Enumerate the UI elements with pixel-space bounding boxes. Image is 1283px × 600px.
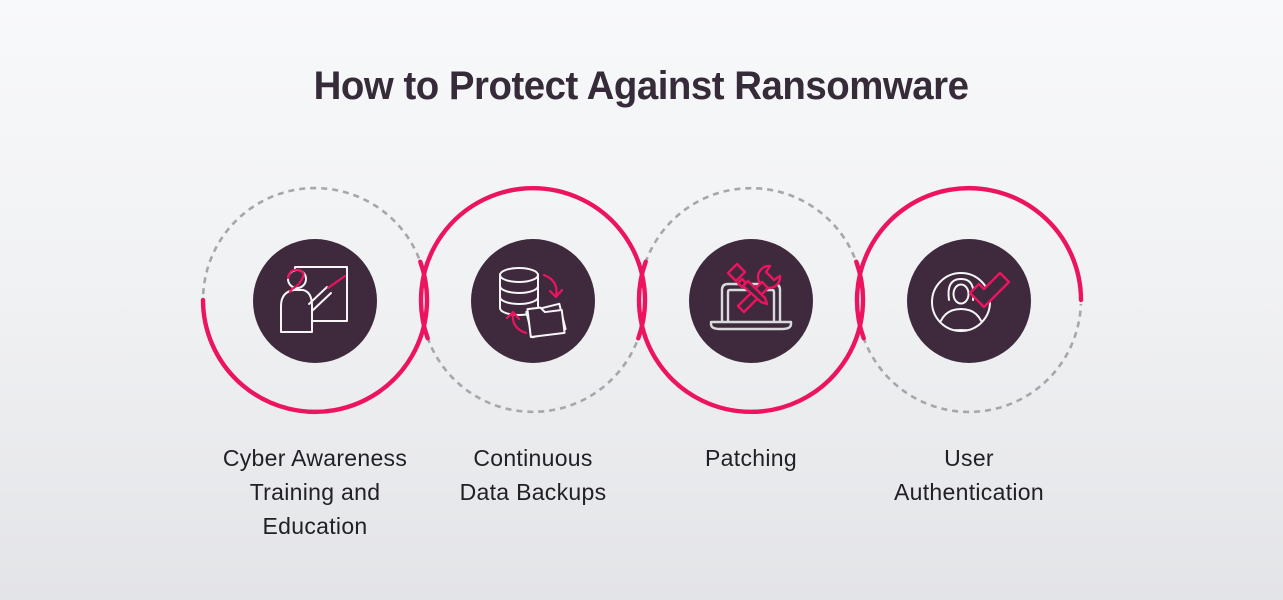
step-label-line: Cyber Awareness (222, 445, 408, 471)
step-circle-patching (636, 186, 866, 414)
step-label-line: Education (262, 513, 368, 539)
step-label-data-backups: Continuous Data Backups (381, 441, 685, 509)
progress-arc (854, 185, 1084, 341)
database-backup-icon (499, 267, 567, 339)
user-checkmark-icon (931, 271, 1011, 332)
step-label-line: User (944, 445, 994, 471)
step-label-patching: Patching (599, 441, 903, 475)
progress-arc (200, 259, 430, 415)
presenter-whiteboard-icon (280, 266, 348, 333)
page-title: How to Protect Against Ransomware (0, 64, 1283, 109)
step-label-cyber-awareness: Cyber Awareness Training and Education (163, 441, 467, 543)
step-label-line: Continuous (473, 445, 593, 471)
step-label-user-auth: User Authentication (817, 441, 1121, 509)
step-circle-cyber-awareness (200, 186, 430, 415)
icon-disc (907, 239, 1031, 363)
step-circle-data-backups (418, 186, 648, 414)
dashed-arc (201, 186, 429, 343)
step-label-line: Training and (249, 479, 381, 505)
step-circle-user-auth (854, 185, 1084, 414)
step-label-line: Authentication (894, 479, 1044, 505)
step-label-line: Patching (705, 445, 797, 471)
laptop-tools-icon (709, 262, 793, 331)
icon-disc (253, 239, 377, 363)
step-label-line: Data Backups (459, 479, 607, 505)
page-title-text: How to Protect Against Ransomware (314, 64, 969, 108)
